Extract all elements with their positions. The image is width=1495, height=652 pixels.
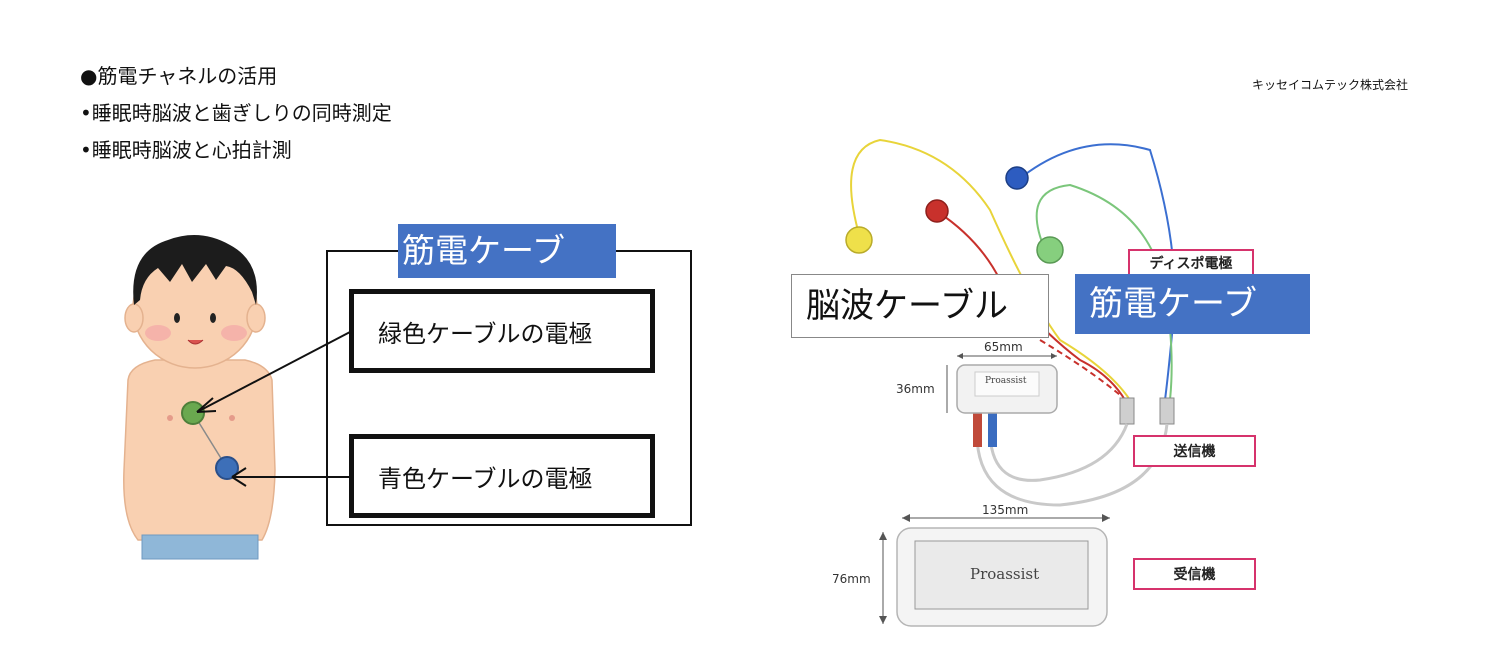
- transmitter-label: 送信機: [1133, 435, 1256, 467]
- receiver-width: 135mm: [982, 503, 1029, 517]
- cables-illustration: [845, 138, 1177, 627]
- receiver-brand: Proassist: [970, 565, 1040, 583]
- boy-illustration: [123, 235, 351, 560]
- transmitter-height: 36mm: [896, 382, 935, 396]
- green-electrode-text: 緑色ケーブルの電極: [378, 319, 593, 348]
- bullet-item: ●筋電チャネルの活用: [80, 64, 278, 88]
- eeg-cable-label: 脳波ケーブル: [791, 274, 1049, 338]
- emg-cable-label-right: 筋電ケーブ: [1075, 274, 1310, 334]
- disposable-electrode-label: ディスポ電極: [1128, 249, 1254, 277]
- blue-electrode-text: 青色ケーブルの電極: [378, 464, 593, 493]
- transmitter-width: 65mm: [984, 340, 1023, 354]
- green-electrode-label: 緑色ケーブルの電極: [349, 289, 655, 373]
- company-name: キッセイコムテック株式会社: [1252, 78, 1409, 92]
- bullet-item: •睡眠時脳波と心拍計測: [80, 138, 292, 162]
- blue-electrode-label: 青色ケーブルの電極: [349, 434, 655, 518]
- bullet-item: •睡眠時脳波と歯ぎしりの同時測定: [80, 101, 392, 125]
- receiver-label: 受信機: [1133, 558, 1256, 590]
- transmitter-brand: Proassist: [985, 376, 1027, 386]
- emg-cable-label: 筋電ケーブ: [398, 224, 616, 278]
- receiver-height: 76mm: [832, 572, 871, 586]
- bullet-list: ●筋電チャネルの活用 •睡眠時脳波と歯ぎしりの同時測定 •睡眠時脳波と心拍計測: [80, 58, 392, 169]
